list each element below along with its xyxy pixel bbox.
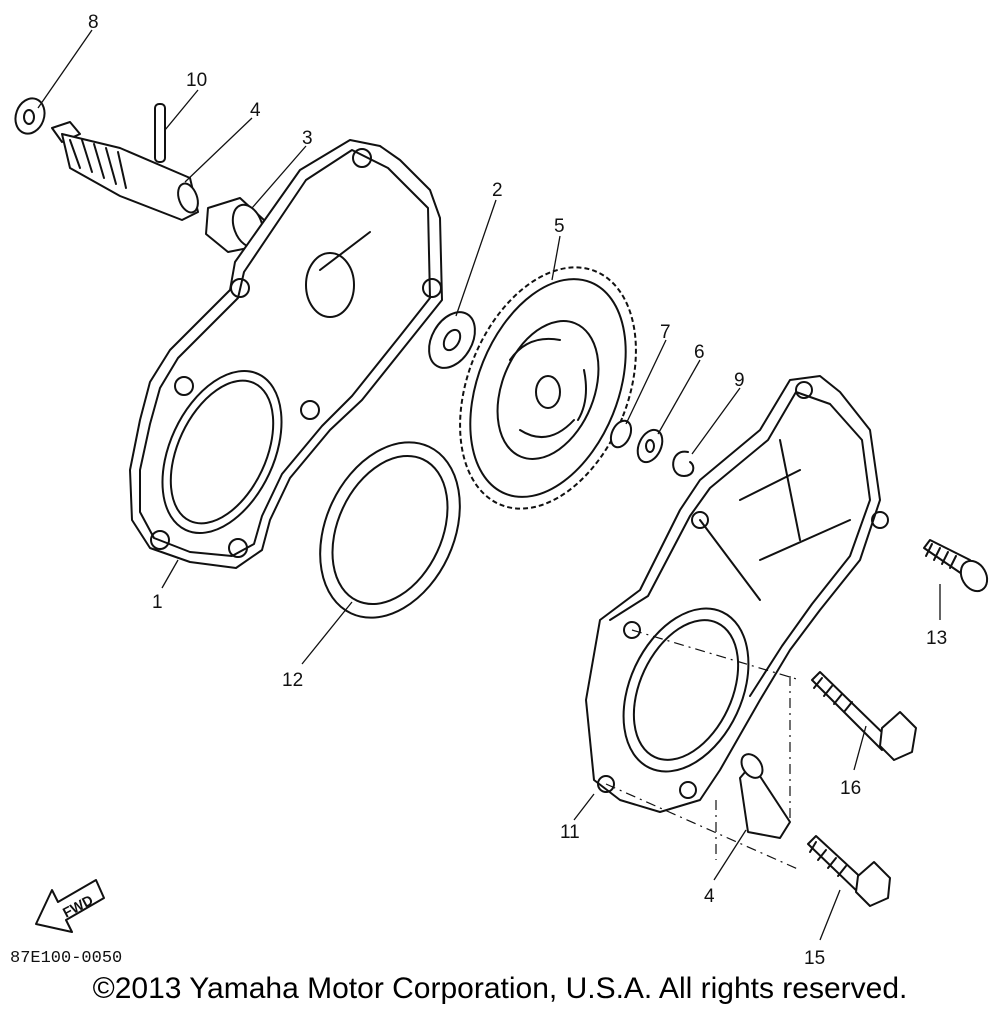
- callout-7: 7: [660, 322, 671, 343]
- part-4-shaft: [51, 121, 199, 221]
- part-10-pin: [154, 103, 166, 163]
- part-8-washer: [14, 97, 46, 135]
- callout-6: 6: [694, 342, 705, 363]
- callout-2: 2: [492, 180, 503, 201]
- callout-4: 4: [250, 100, 261, 121]
- part-15-bolt: [807, 835, 891, 907]
- fwd-arrow-icon: FWD: [35, 879, 105, 933]
- callout-10: 10: [186, 70, 207, 91]
- part-13-screw: [923, 539, 989, 593]
- part-4-dowel: [739, 753, 791, 839]
- part-16-bolt: [811, 671, 917, 761]
- part-5-gear: [459, 266, 637, 510]
- part-2-thrust-washer: [428, 311, 476, 369]
- copyright-notice: ©2013 Yamaha Motor Corporation, U.S.A. A…: [92, 972, 908, 1005]
- callout-9: 9: [734, 370, 745, 391]
- callout-4-lower: 4: [704, 886, 715, 907]
- callout-15: 15: [804, 948, 825, 969]
- part-12-seal: [319, 441, 461, 619]
- leader-lines: [37, 29, 941, 941]
- part-6-washer: [636, 428, 664, 464]
- diagram-code: 87E100-0050: [10, 949, 122, 968]
- part-9-circlip: [672, 450, 695, 477]
- callout-11: 11: [560, 822, 580, 843]
- part-1-gear-case-cover: [129, 139, 443, 569]
- callout-1: 1: [152, 592, 163, 613]
- callout-3: 3: [302, 128, 313, 149]
- callout-8: 8: [88, 12, 99, 33]
- callout-12: 12: [282, 670, 303, 691]
- part-11-gear-case: [585, 375, 889, 813]
- callout-16: 16: [840, 778, 861, 799]
- callout-labels: 8 10 4 3 2 5 7 6 9 1 12 13 16 11 4 15: [88, 12, 947, 969]
- alignment-guides: [605, 629, 801, 871]
- callout-13: 13: [926, 628, 947, 649]
- callout-5: 5: [554, 216, 565, 237]
